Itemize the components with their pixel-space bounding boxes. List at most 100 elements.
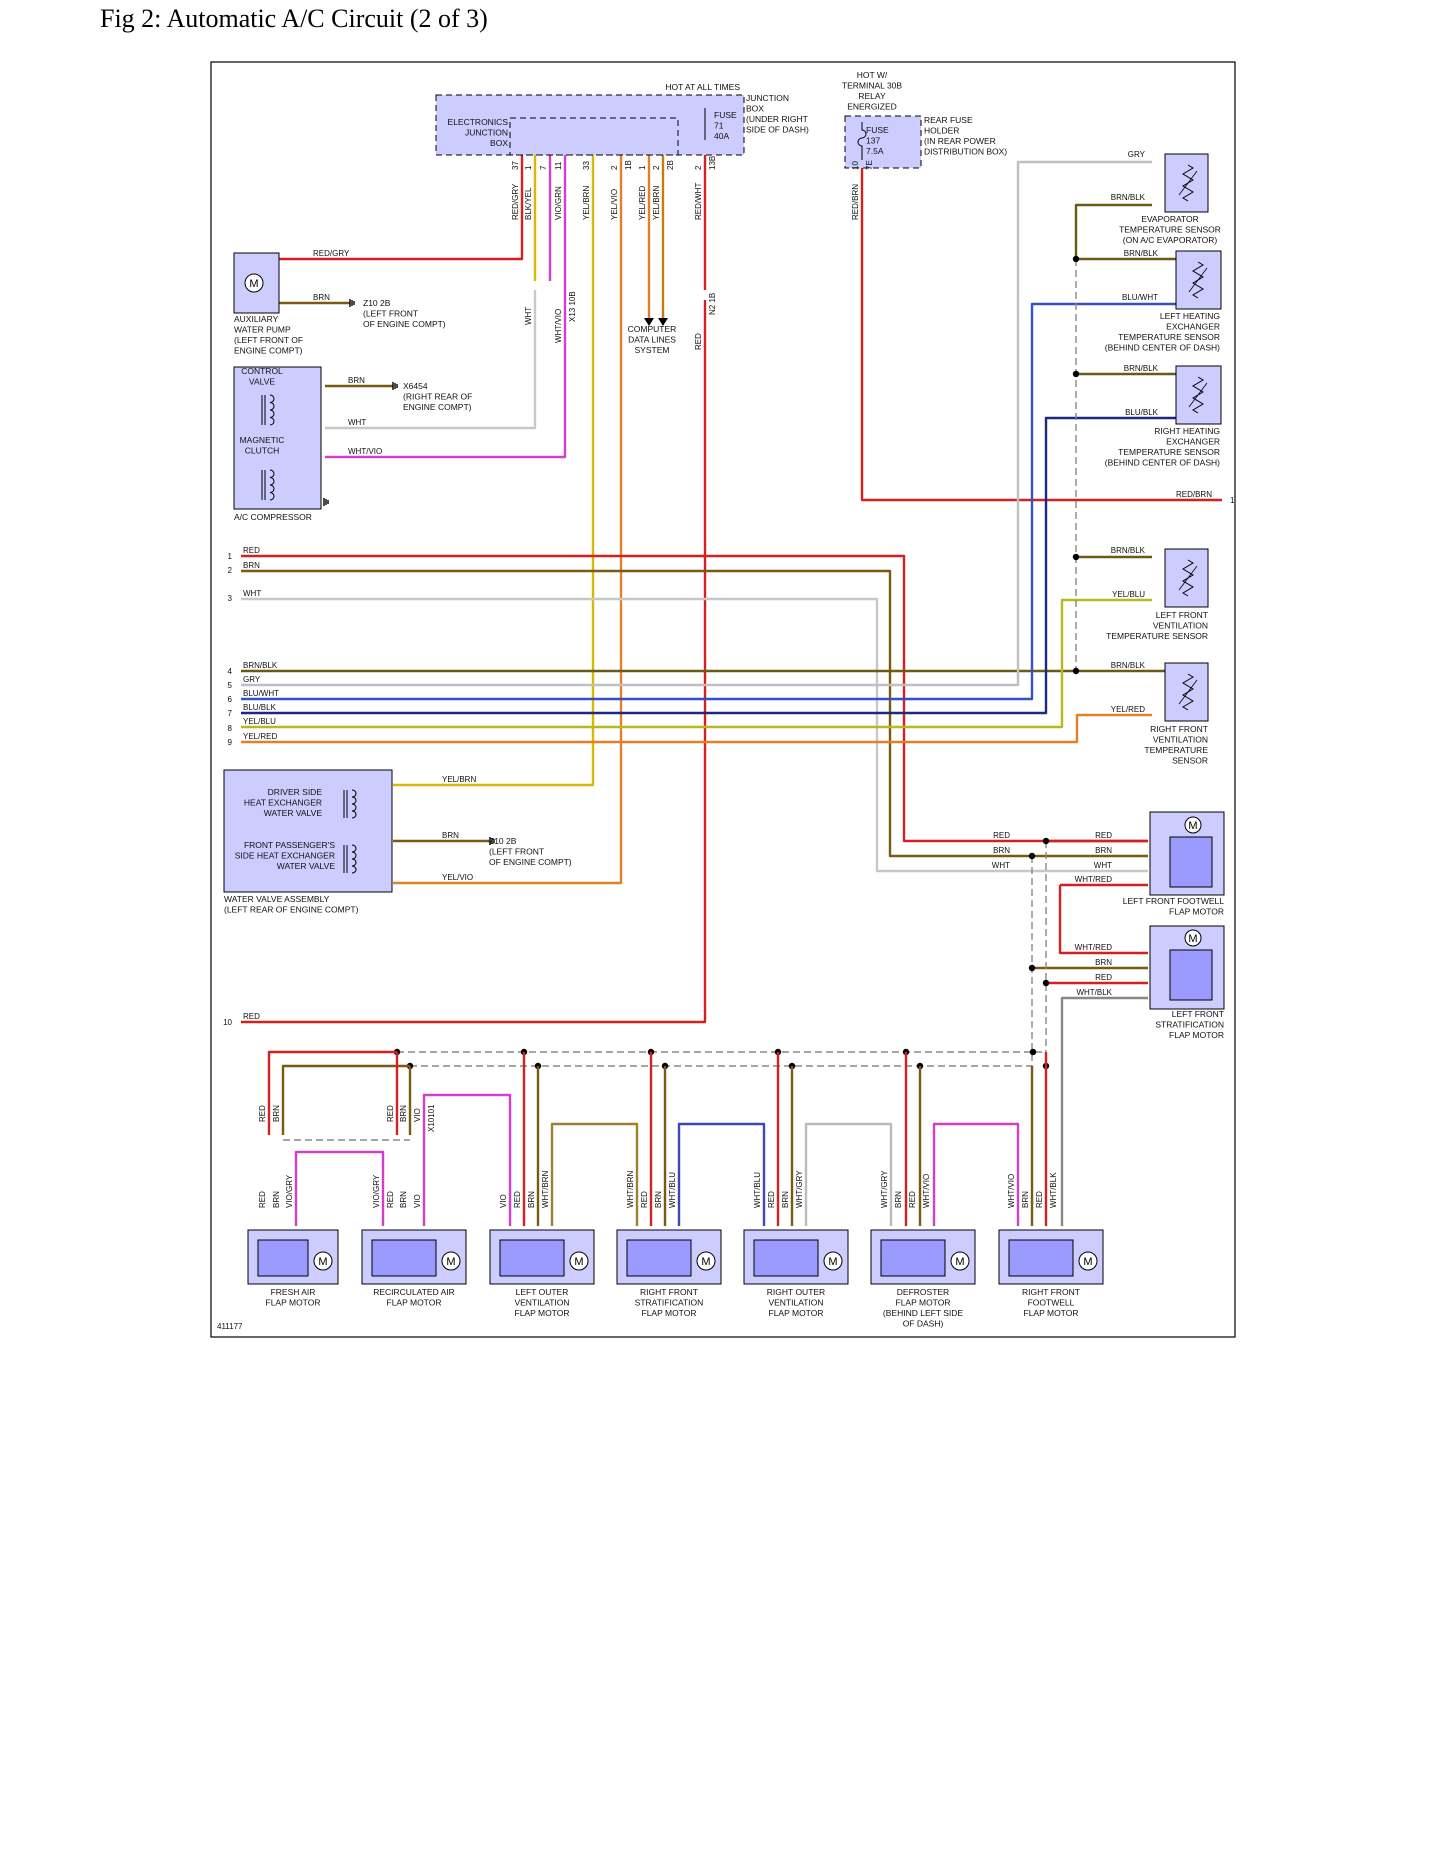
motor-name: FOOTWELL (1028, 1298, 1075, 1308)
wire-label: BRN (1021, 1191, 1030, 1208)
wire-label: VIO/GRN (554, 186, 563, 220)
label: REAR FUSE (924, 115, 973, 125)
label: VENTILATION (1153, 621, 1208, 631)
wire-wht-gry-right-outer (804, 1122, 893, 1226)
wire-label: BRN (272, 1105, 281, 1122)
label: A/C COMPRESSOR (234, 512, 312, 522)
splice-dot (1072, 370, 1080, 378)
motor-icon (441, 1251, 461, 1271)
wire-yel-vio-valve (393, 155, 623, 885)
connector-pin: 2B (666, 160, 675, 170)
connector-pin: 13B (708, 156, 717, 170)
motor-m-label: M (955, 1256, 964, 1268)
connector-pin: 33 (582, 161, 591, 170)
motor-body (1008, 1239, 1074, 1277)
motor-m-label: M (1188, 933, 1197, 945)
wire-label: BRN (527, 1191, 536, 1208)
wire-label: WHT (524, 307, 533, 325)
wire-wht-compressor (325, 290, 537, 430)
motor-body (753, 1239, 819, 1277)
label: BLU/BLK (1125, 408, 1159, 417)
motor-m-label: M (574, 1256, 583, 1268)
wire-label: BRN (654, 1191, 663, 1208)
wire-label: VIO/GRY (372, 1174, 381, 1208)
wire-label: VIO (499, 1194, 508, 1208)
label: OF ENGINE COMPT) (489, 857, 572, 867)
ground-symbol (323, 498, 329, 506)
label: LEFT HEATING (1160, 311, 1220, 321)
wire-label: WHT/BLU (668, 1172, 677, 1208)
label: GRY (243, 675, 261, 684)
label: WHT/RED (1075, 875, 1113, 884)
wire-label: VIO (413, 1108, 422, 1122)
motor-name: STRATIFICATION (635, 1298, 704, 1308)
wire-label: WHT/GRY (880, 1170, 889, 1208)
motor-name: DEFROSTER (897, 1287, 949, 1297)
wire-label: RED/WHT (694, 183, 703, 220)
label: EVAPORATOR (1141, 214, 1199, 224)
label: (ON A/C EVAPORATOR) (1123, 235, 1218, 245)
harness-pin: 1 (228, 552, 233, 561)
fuse137-symbol (857, 122, 867, 160)
harness-pin: 1 (1230, 496, 1235, 505)
motor-icon (1078, 1251, 1098, 1271)
label: ENGINE COMPT) (234, 346, 303, 356)
label: TEMPERATURE SENSOR (1118, 332, 1220, 342)
figure-id: 411177 (217, 1322, 243, 1331)
motor-body (499, 1239, 565, 1277)
label: (LEFT FRONT OF (234, 335, 303, 345)
label: (RIGHT REAR OF (403, 392, 472, 402)
wire-brn-fresh (281, 1064, 410, 1135)
label: TEMPERATURE SENSOR (1119, 225, 1221, 235)
label: RED (993, 831, 1010, 840)
wire-label: BRN (894, 1191, 903, 1208)
label: YEL/BRN (442, 775, 476, 784)
label: BRN (348, 376, 365, 385)
label: WATER PUMP (234, 325, 291, 335)
label: (IN REAR POWER (924, 136, 996, 146)
motor-name: VENTILATION (768, 1298, 823, 1308)
label: JUNCTION (465, 128, 508, 138)
label: BRN (243, 561, 260, 570)
wire-harness-blu-blk (241, 416, 1176, 715)
label: TERMINAL 30B (842, 81, 902, 91)
label: RED (243, 1012, 260, 1021)
label: LEFT FRONT (1172, 1009, 1224, 1019)
label: ELECTRONICS (448, 117, 509, 127)
ejb-inner-box (509, 117, 679, 156)
splice-dot (1042, 837, 1050, 845)
label: WHT/RED (1075, 943, 1113, 952)
label: Z10 2B (489, 836, 517, 846)
motor-body (1169, 836, 1213, 888)
harness-pin: 9 (228, 738, 233, 747)
label: HOT AT ALL TIMES (665, 82, 740, 92)
wire-harness-gry (241, 160, 1152, 687)
label: DATA LINES (628, 335, 676, 345)
right-front-vent-sensor (1164, 662, 1209, 722)
wire-label: RED/BRN (851, 184, 860, 220)
harness-pin: 8 (228, 724, 233, 733)
label: BLU/BLK (243, 703, 277, 712)
motor-name: OF DASH) (903, 1319, 944, 1329)
harness-pin: 2 (228, 566, 233, 575)
wire-label: RED (767, 1191, 776, 1208)
harness-pin: 6 (228, 695, 233, 704)
label: HOT W/ (857, 70, 888, 80)
label: CLUTCH (245, 446, 279, 456)
label: RELAY (858, 91, 886, 101)
motor-m-label: M (828, 1256, 837, 1268)
thermistor-arrow (1178, 170, 1198, 196)
label: SIDE HEAT EXCHANGER (235, 851, 335, 861)
wire-label: RED (640, 1191, 649, 1208)
motor-name: FLAP MOTOR (266, 1298, 321, 1308)
label: 71 (714, 121, 724, 131)
label: 137 (866, 136, 880, 146)
wire-label: RED (386, 1105, 395, 1122)
connector-pin: 1 (638, 165, 647, 170)
label: YEL/BLU (1112, 590, 1145, 599)
motor-body (371, 1239, 437, 1277)
motor-icon (696, 1251, 716, 1271)
label: WATER VALVE ASSEMBLY (224, 894, 330, 904)
thermistor-arrow (1188, 382, 1208, 408)
